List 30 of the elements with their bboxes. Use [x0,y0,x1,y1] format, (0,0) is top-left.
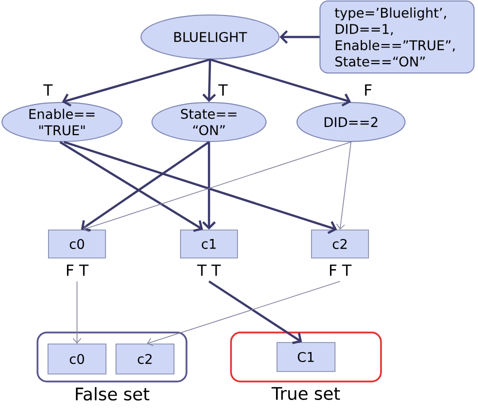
item-box: C1 [276,342,336,372]
edge-label: T [42,83,54,97]
ellipse-node: State== “ON” [152,102,266,142]
arrow [202,142,216,230]
item-box: c1 [180,230,238,258]
ellipse-node: Enable== "TRUE" [2,102,122,142]
value-label: F T [330,264,352,276]
arrow [147,280,340,346]
arrow [208,280,302,344]
arrow [81,141,210,232]
item-box: c2 [311,230,369,258]
note-box: type=’Bluelight’, DID==1, Enable==”TRUE”, State==“ON” [320,0,474,74]
arrow [280,30,320,44]
arrow [202,59,216,102]
edge-label: T [217,83,230,97]
item-box: c2 [116,344,174,374]
arrow [72,280,82,344]
item-box: c0 [48,344,106,374]
arrow [210,58,351,107]
group-label: False set [76,387,150,401]
value-label: F T [66,264,89,276]
ellipse-node: BLUELIGHT [140,14,280,60]
item-box: c0 [48,230,106,258]
arrow [62,58,210,107]
value-label: T T [197,264,221,276]
group-label: True set [272,387,340,400]
arrow [336,142,352,230]
edge-label: F [362,83,374,97]
arrow [59,141,203,232]
ellipse-node: DID==2 [296,102,406,142]
